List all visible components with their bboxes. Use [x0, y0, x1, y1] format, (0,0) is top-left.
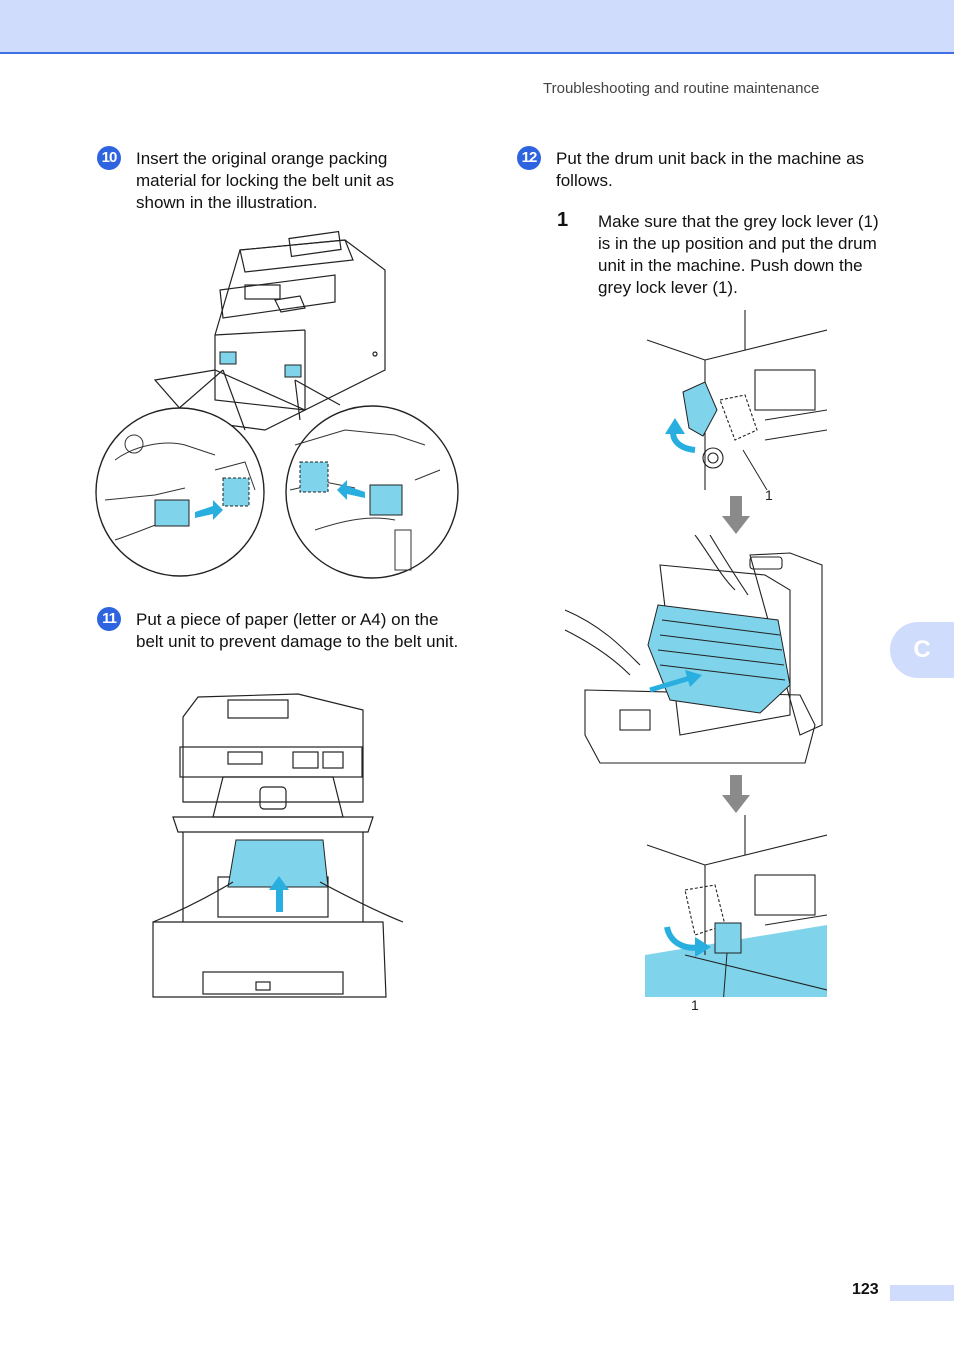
lever-down-callout: 1	[691, 997, 699, 1013]
step-11-badge: 11	[97, 607, 121, 631]
down-arrow-icon	[722, 775, 750, 813]
lever-down-illustration	[645, 815, 827, 997]
chapter-tab: C	[890, 622, 954, 678]
step-12-text: Put the drum unit back in the machine as…	[556, 149, 865, 190]
drum-insert-illustration	[560, 535, 825, 765]
paper-on-belt-illustration	[148, 692, 410, 1014]
lever-up-callout: 1	[765, 487, 773, 503]
step-10-text: Insert the original orange packing mater…	[136, 149, 394, 212]
step-11-text: Put a piece of paper (letter or A4) on t…	[136, 610, 459, 651]
page-number: 123	[852, 1281, 879, 1298]
step-10-badge: 10	[97, 146, 121, 170]
substep-1-text: Make sure that the grey lock lever (1) i…	[598, 212, 879, 297]
step-12-badge: 12	[517, 146, 541, 170]
footer-bar	[890, 1285, 954, 1301]
lever-up-illustration	[645, 310, 827, 490]
printer-packing-illustration	[95, 230, 460, 582]
substep-1-number: 1	[557, 209, 569, 231]
down-arrow-icon	[722, 496, 750, 534]
running-header: Troubleshooting and routine maintenance	[543, 80, 820, 97]
header-bar	[0, 0, 954, 54]
